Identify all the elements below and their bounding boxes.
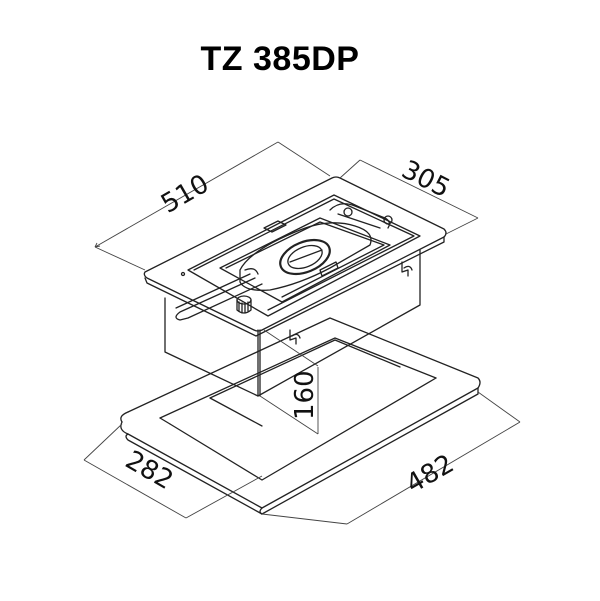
mounting-clips xyxy=(289,261,413,345)
countertop-frame xyxy=(120,317,481,515)
dimension-depth: 305 xyxy=(397,155,455,204)
dimension-height: 160 xyxy=(290,370,320,420)
dimension-cutout-width: 482 xyxy=(401,449,459,500)
thermostat-knob xyxy=(236,295,252,314)
dimension-width: 510 xyxy=(156,169,214,220)
dimension-cutout-depth: 282 xyxy=(120,445,178,496)
product-title: TZ 385DP xyxy=(200,40,360,78)
fryer-body xyxy=(164,249,421,397)
dimension-lines xyxy=(83,141,521,525)
fry-basket xyxy=(175,203,393,321)
